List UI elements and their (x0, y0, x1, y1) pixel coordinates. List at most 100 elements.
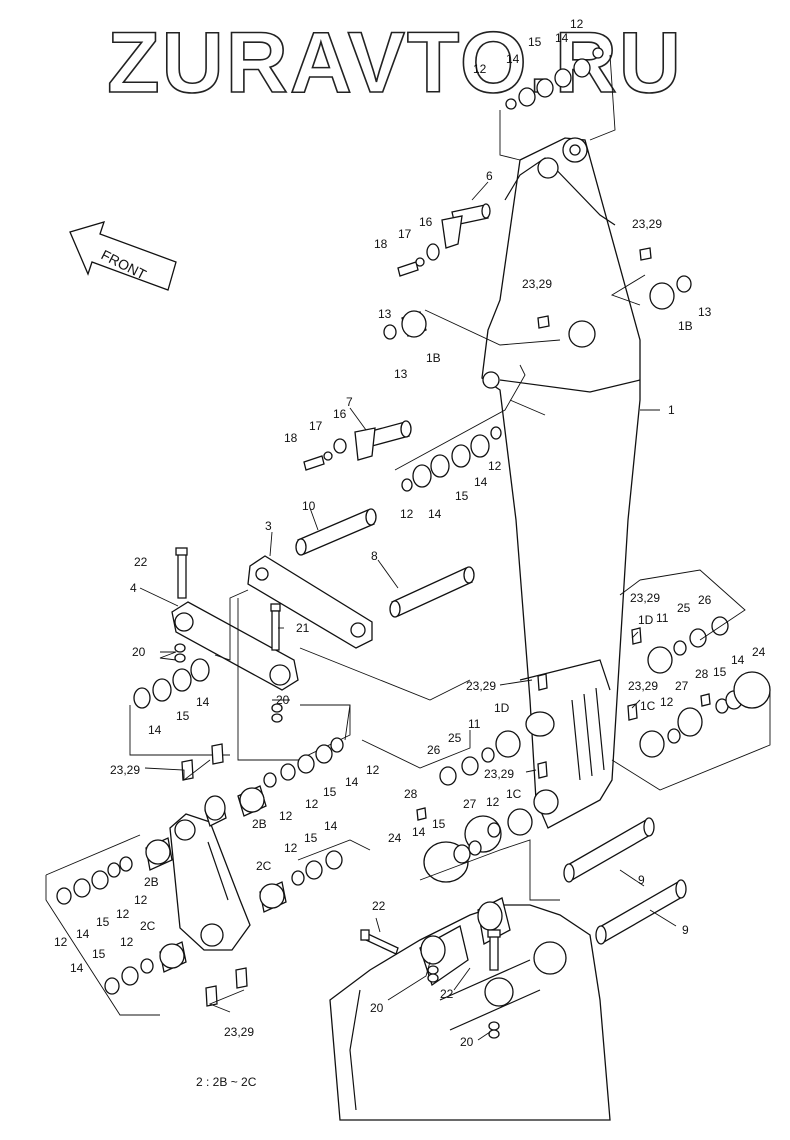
callout: 8 (371, 549, 378, 563)
callout: 23,29 (484, 767, 514, 781)
callout: 14 (474, 475, 488, 489)
callout: 28 (404, 787, 418, 801)
link4-washer-stack (129, 589, 249, 756)
grease-fittings-upper (537, 247, 652, 329)
callout: 14 (428, 507, 442, 521)
link-3 (247, 555, 373, 649)
bushing-1B-left (383, 309, 561, 346)
callout: 4 (130, 581, 137, 595)
callout: 12 (279, 809, 293, 823)
callout: 13 (394, 367, 408, 381)
bolt-18-upper (397, 243, 440, 277)
callout: 23,29 (630, 591, 660, 605)
callout: 22 (372, 899, 386, 913)
callout: 22 (134, 555, 148, 569)
callout: 23,29 (466, 679, 496, 693)
footnote: 2 : 2B ~ 2C (196, 1075, 257, 1089)
callout: 3 (265, 519, 272, 533)
bushings-2B-2C (145, 785, 287, 973)
callout: 23,29 (522, 277, 552, 291)
callout: 23,29 (110, 763, 140, 777)
callout: 6 (486, 169, 493, 183)
callout: 14 (70, 961, 84, 975)
callout: 18 (374, 237, 388, 251)
callout: 1C (506, 787, 522, 801)
leader-lines (139, 181, 677, 1041)
callout: 2C (140, 919, 156, 933)
pin-9-lower (595, 879, 687, 945)
bushing-1B-right (610, 274, 692, 310)
callout: 12 (366, 763, 380, 777)
left-washer-stacks (45, 704, 371, 1016)
link-4 (171, 547, 299, 691)
callout: 23,29 (224, 1025, 254, 1039)
callout: 14 (555, 31, 569, 45)
callout: 9 (682, 923, 689, 937)
callout: 12 (120, 935, 134, 949)
callout: 12 (400, 507, 414, 521)
callout: 25 (677, 601, 691, 615)
callout: 1D (638, 613, 654, 627)
callout: 20 (276, 693, 290, 707)
callout: 1C (640, 699, 656, 713)
callout-labels: 12 14 15 14 12 6 16 17 18 23,29 23,29 13… (54, 17, 766, 1049)
callout: 14 (506, 52, 520, 66)
callout: 1 (668, 403, 675, 417)
callout: 12 (284, 841, 298, 855)
callout: 17 (309, 419, 323, 433)
callout: 15 (713, 665, 727, 679)
callout: 12 (134, 893, 148, 907)
callout: 24 (752, 645, 766, 659)
bolt-21 (270, 603, 281, 651)
pin-6 (441, 203, 491, 249)
callout: 15 (323, 785, 337, 799)
upper-washer-stack (499, 47, 616, 161)
callout: 16 (419, 215, 433, 229)
callout: 13 (698, 305, 712, 319)
pin-9-upper (563, 817, 655, 883)
callout: 14 (148, 723, 162, 737)
mid-washer-stack (394, 364, 546, 492)
callout: 15 (304, 831, 318, 845)
callout: 26 (698, 593, 712, 607)
link-2 (169, 795, 251, 951)
callout: 1B (426, 351, 441, 365)
callout: 15 (528, 35, 542, 49)
callout: 14 (731, 653, 745, 667)
callout: 23,29 (632, 217, 662, 231)
watermark-logo: ZURAVTO.RU (107, 15, 683, 111)
callout: 26 (427, 743, 441, 757)
callout: 22 (440, 987, 454, 1001)
callout: 15 (96, 915, 110, 929)
right-lower-hardware (611, 671, 771, 791)
callout: 23,29 (628, 679, 658, 693)
callout: 15 (432, 817, 446, 831)
callout: 24 (388, 831, 402, 845)
callout: 25 (448, 731, 462, 745)
callout: 12 (486, 795, 500, 809)
callout: 21 (296, 621, 310, 635)
pin-7 (303, 420, 412, 471)
callout: 15 (92, 947, 106, 961)
callout: 12 (116, 907, 130, 921)
callout: 28 (695, 667, 709, 681)
pin-10 (295, 508, 377, 556)
bucket (329, 897, 611, 1121)
pin-8 (389, 566, 475, 618)
front-arrow-icon: FRONT (69, 221, 177, 291)
callout: 15 (455, 489, 469, 503)
callout: 12 (570, 17, 584, 31)
callout: 12 (488, 459, 502, 473)
bucket-bolts-22 (360, 929, 501, 971)
callout: 15 (176, 709, 190, 723)
callout: 20 (460, 1035, 474, 1049)
callout: 14 (324, 819, 338, 833)
right-upper-hardware (619, 569, 746, 674)
callout: 17 (398, 227, 412, 241)
callout: 20 (132, 645, 146, 659)
callout: 12 (473, 62, 487, 76)
callout: 12 (305, 797, 319, 811)
callout: 2C (256, 859, 272, 873)
callout: 12 (660, 695, 674, 709)
